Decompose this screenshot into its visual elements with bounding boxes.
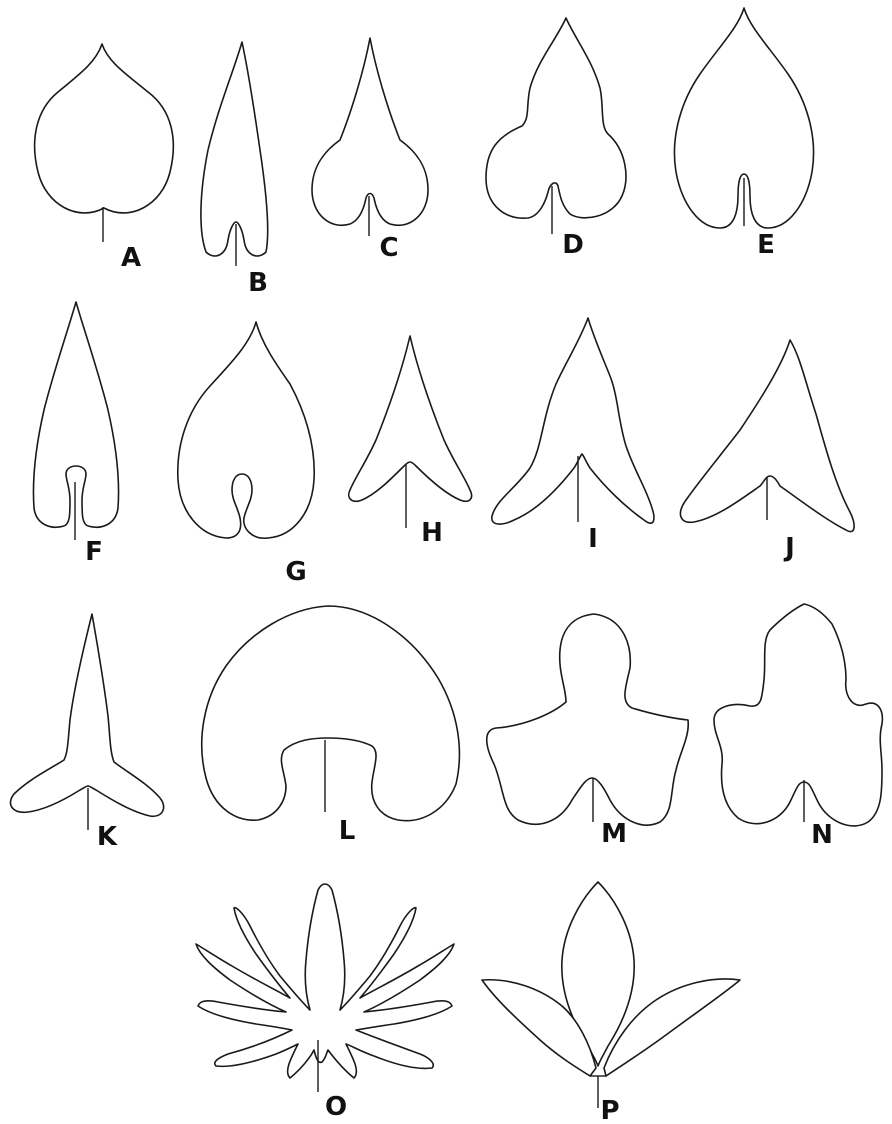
leaf-b: B: [201, 42, 268, 298]
leaf-h-label: H: [421, 518, 443, 548]
leaf-o-label: O: [325, 1092, 347, 1122]
leaf-d-label: D: [562, 230, 584, 260]
leaf-m: M: [487, 614, 689, 849]
leaf-a: A: [35, 44, 174, 273]
leaf-o: O: [196, 884, 454, 1122]
leaf-f: F: [33, 302, 118, 567]
leaf-g: G: [178, 322, 314, 587]
leaf-m-label: M: [601, 819, 627, 849]
leaf-a-label: A: [121, 243, 141, 273]
leaf-n: N: [714, 604, 882, 850]
leaf-j-label: J: [783, 533, 795, 563]
leaf-i: I: [492, 318, 654, 554]
leaf-g-label: G: [285, 557, 306, 587]
leaf-l: L: [202, 606, 460, 846]
leaf-l-label: L: [339, 816, 356, 846]
leaf-j: J: [680, 340, 854, 563]
leaf-e-label: E: [757, 230, 775, 260]
leaf-h: H: [349, 336, 472, 548]
leaf-p-label: P: [600, 1096, 619, 1124]
leaf-c-label: C: [379, 233, 398, 263]
leaf-d: D: [486, 18, 626, 260]
leaf-b-label: B: [248, 268, 268, 298]
leaf-e: E: [674, 8, 813, 260]
leaf-f-label: F: [85, 537, 103, 567]
leaf-i-label: I: [588, 524, 598, 554]
leaf-p: P: [482, 882, 740, 1124]
leaf-n-label: N: [811, 820, 833, 850]
leaf-k: K: [10, 614, 163, 852]
leaf-k-label: K: [97, 822, 118, 852]
leaf-c: C: [312, 38, 428, 263]
